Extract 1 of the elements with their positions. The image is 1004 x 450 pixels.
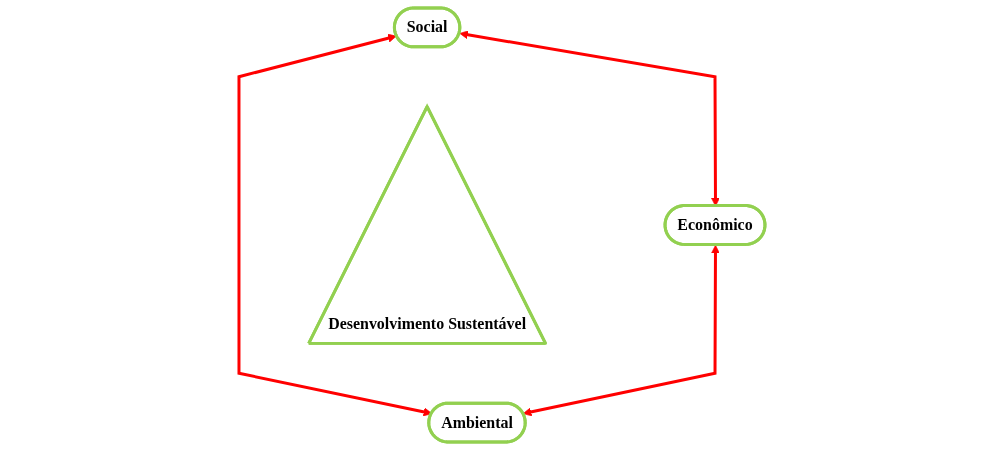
arrow [522,244,720,417]
